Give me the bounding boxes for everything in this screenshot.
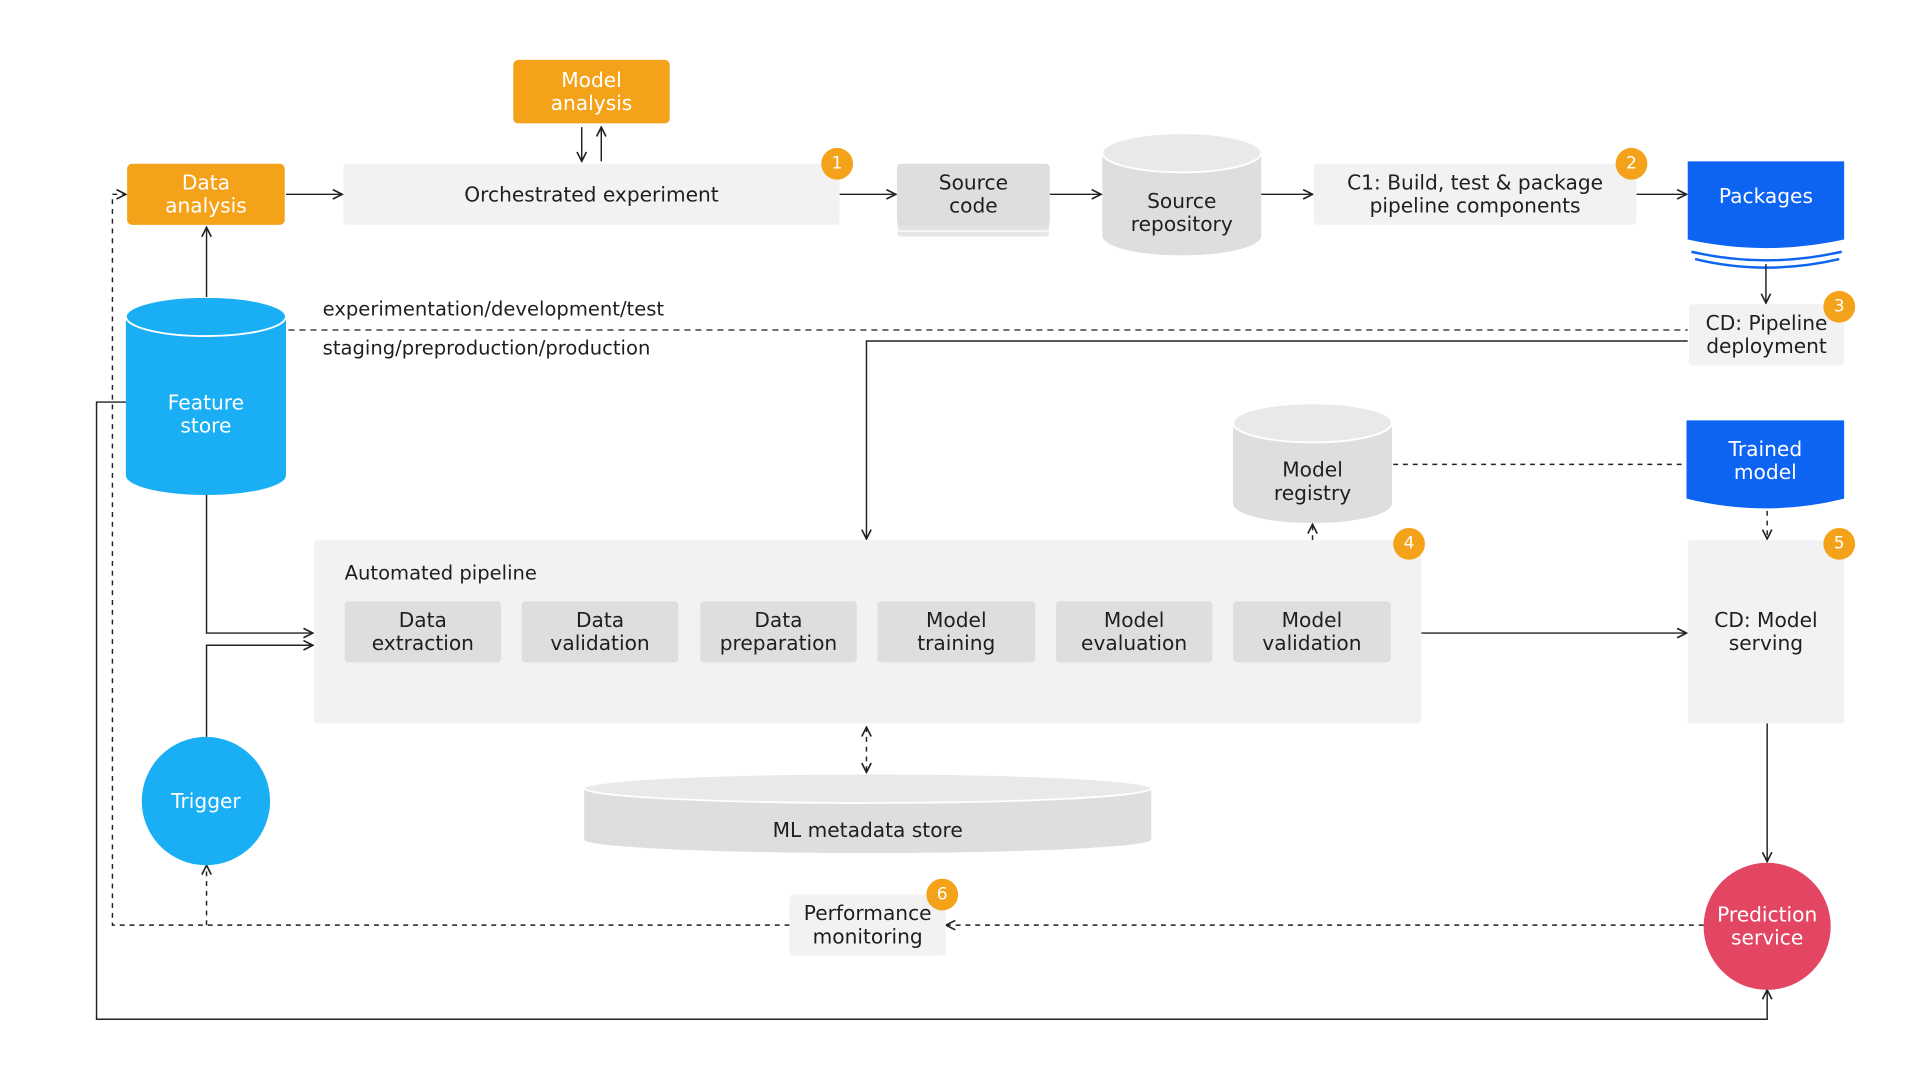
env-label-upper: experimentation/development/test xyxy=(322,296,665,321)
packages-node: Packages xyxy=(1688,171,1844,220)
step-model-training-label: Model training xyxy=(917,608,996,656)
source-repository-node: Source repository xyxy=(1102,174,1261,252)
orchestrated-experiment-box: Orchestrated experiment xyxy=(343,163,840,225)
feature-store-cylinder xyxy=(124,296,287,495)
feature-store-label: Feature store xyxy=(167,391,245,438)
trigger-label: Trigger xyxy=(171,789,241,813)
badge-5: 5 xyxy=(1823,527,1856,560)
model-analysis-box: Model analysis xyxy=(513,59,670,124)
model-registry-label: Model registry xyxy=(1273,458,1352,505)
step-data-extraction: Data extraction xyxy=(344,601,502,663)
step-model-evaluation-label: Model evaluation xyxy=(1081,608,1188,656)
step-data-validation-label: Data validation xyxy=(550,608,650,656)
ml-metadata-store-label: ML metadata store xyxy=(772,818,963,842)
badge-6: 6 xyxy=(926,878,959,911)
step-data-extraction-label: Data extraction xyxy=(371,608,474,656)
model-analysis-label: Model analysis xyxy=(550,68,633,115)
trigger-circle: Trigger xyxy=(141,736,271,866)
model-registry-node: Model registry xyxy=(1233,442,1392,520)
cd-model-serving-label: CD: Model serving xyxy=(1714,608,1818,656)
step-model-training: Model training xyxy=(877,601,1036,663)
badge-2: 2 xyxy=(1615,147,1648,180)
prediction-service-circle: Prediction service xyxy=(1703,862,1831,990)
source-repository-label: Source repository xyxy=(1130,189,1233,236)
step-data-preparation-label: Data preparation xyxy=(719,608,838,656)
performance-monitoring-box: Performance monitoring xyxy=(789,894,946,956)
prediction-service-label: Prediction service xyxy=(1717,903,1818,950)
performance-monitoring-label: Performance monitoring xyxy=(803,901,932,949)
step-data-validation: Data validation xyxy=(521,601,679,663)
automated-pipeline-title: Automated pipeline xyxy=(344,560,537,585)
ci-build-label: C1: Build, test & package pipeline compo… xyxy=(1347,171,1604,218)
data-analysis-box: Data analysis xyxy=(127,163,285,225)
source-code-label: Source code xyxy=(938,171,1009,218)
cd-pipeline-deployment-label: CD: Pipeline deployment xyxy=(1705,311,1828,359)
badge-4: 4 xyxy=(1393,527,1425,560)
feature-store-node: Feature store xyxy=(126,384,286,445)
orchestrated-experiment-label: Orchestrated experiment xyxy=(464,182,719,206)
step-model-validation: Model validation xyxy=(1233,601,1391,663)
badge-1: 1 xyxy=(821,147,854,180)
trained-model-document xyxy=(1686,420,1845,509)
model-registry-cylinder xyxy=(1232,402,1393,524)
badge-3: 3 xyxy=(1823,290,1856,323)
data-analysis-label: Data analysis xyxy=(165,171,247,218)
ml-metadata-store-node: ML metadata store xyxy=(584,807,1151,853)
packages-label: Packages xyxy=(1718,183,1813,208)
source-code-box: Source code xyxy=(897,163,1050,225)
ci-build-box: C1: Build, test & package pipeline compo… xyxy=(1313,163,1637,225)
source-repository-cylinder xyxy=(1101,132,1263,256)
step-data-preparation: Data preparation xyxy=(700,601,857,663)
env-label-lower: staging/preproduction/production xyxy=(322,336,651,360)
step-model-validation-label: Model validation xyxy=(1262,608,1362,656)
automated-pipeline-panel: Automated pipeline Data extraction Data … xyxy=(314,540,1422,724)
trained-model-node: Trained model xyxy=(1686,430,1844,491)
cd-model-serving-box: CD: Model serving xyxy=(1687,540,1845,724)
cd-pipeline-deployment-box: CD: Pipeline deployment xyxy=(1688,304,1845,366)
trained-model-label: Trained model xyxy=(1728,437,1803,484)
step-model-evaluation: Model evaluation xyxy=(1055,601,1213,663)
ml-metadata-store-cylinder xyxy=(583,772,1153,854)
